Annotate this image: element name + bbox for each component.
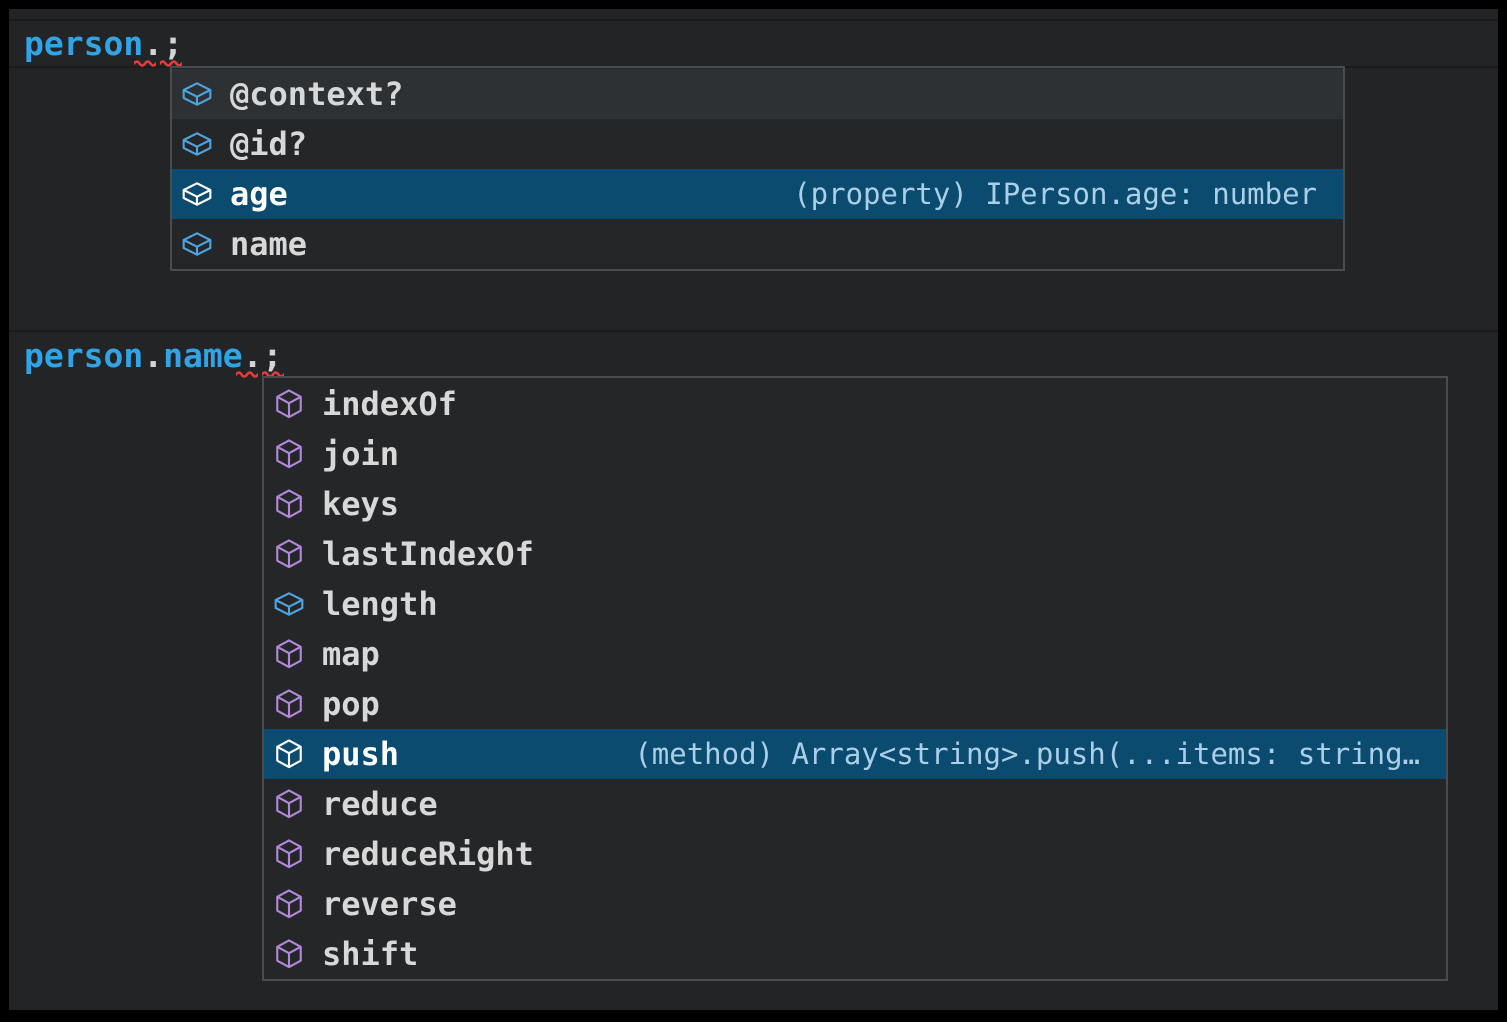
suggestion-label: reduceRight [322,835,534,873]
symbol-field-icon [180,127,214,161]
symbol-method-icon [272,537,306,571]
suggestion-label: indexOf [322,385,457,423]
symbol-field-icon [180,227,214,261]
current-line-border [9,330,1498,332]
suggestion-item-shift[interactable]: shift [264,929,1446,979]
suggestion-item-pop[interactable]: pop [264,679,1446,729]
suggestion-label: map [322,635,380,673]
symbol-method-icon [272,687,306,721]
suggestion-item-map[interactable]: map [264,629,1446,679]
code-token: . [143,24,164,63]
suggestion-label: keys [322,485,400,523]
symbol-method-icon [272,437,306,471]
suggestion-item-lastindexof[interactable]: lastIndexOf [264,529,1446,579]
suggestion-item-keys[interactable]: keys [264,479,1446,529]
suggestion-item-indexof[interactable]: indexOf [264,379,1446,429]
suggest-widget-person: @context? @id? age (property) IPerson.age: … [170,66,1345,271]
suggestion-label: push [322,735,400,773]
code-token: name [163,336,243,375]
error-squiggle-icon [160,60,182,67]
suggestion-label: length [322,585,438,623]
code-line-person[interactable]: person.; [24,24,183,64]
code-token: person [24,336,144,375]
suggestion-item-reverse[interactable]: reverse [264,879,1446,929]
code-line-person-name[interactable]: person.name.; [24,336,282,376]
suggestion-label: reverse [322,885,457,923]
code-token: ; [163,24,183,63]
symbol-method-icon [272,887,306,921]
symbol-method-icon [272,787,306,821]
suggestion-label: age [230,175,288,213]
suggestion-label: lastIndexOf [322,535,534,573]
symbol-method-icon [272,387,306,421]
suggestion-label: pop [322,685,380,723]
suggestion-item-join[interactable]: join [264,429,1446,479]
suggestion-label: reduce [322,785,438,823]
symbol-method-icon [272,837,306,871]
code-token: . [242,336,263,375]
symbol-field-icon [180,177,214,211]
suggestion-item-name[interactable]: name [172,219,1343,269]
suggestion-label: join [322,435,400,473]
symbol-field-icon [180,77,214,111]
suggestion-item-push[interactable]: push (method) Array<string>.push(...items… [264,729,1446,779]
current-line-border [9,19,1498,21]
suggestion-item-age[interactable]: age (property) IPerson.age: number [172,169,1343,219]
suggestion-item-length[interactable]: length [264,579,1446,629]
symbol-method-icon [272,637,306,671]
suggestion-label: name [230,225,308,263]
suggestion-label: @id? [230,125,308,163]
suggestion-detail: (method) Array<string>.push(...items: st… [634,737,1420,771]
error-squiggle-icon [236,371,258,378]
code-token: . [143,336,164,375]
code-token: ; [262,336,283,375]
suggestion-item-reduceright[interactable]: reduceRight [264,829,1446,879]
symbol-method-icon [272,487,306,521]
suggestion-item-context[interactable]: @context? [172,69,1343,119]
suggestion-label: @context? [230,75,404,113]
suggest-widget-name: indexOf join keys lastIndexOf length map pop pu… [262,376,1448,981]
suggestion-label: shift [322,935,419,973]
suggestion-item-reduce[interactable]: reduce [264,779,1446,829]
symbol-method-icon [272,737,306,771]
suggestion-item-id[interactable]: @id? [172,119,1343,169]
error-squiggle-icon [134,60,156,67]
code-token: person [24,24,144,63]
symbol-method-icon [272,937,306,971]
symbol-field-icon [272,587,306,621]
suggestion-detail: (property) IPerson.age: number [793,177,1317,211]
